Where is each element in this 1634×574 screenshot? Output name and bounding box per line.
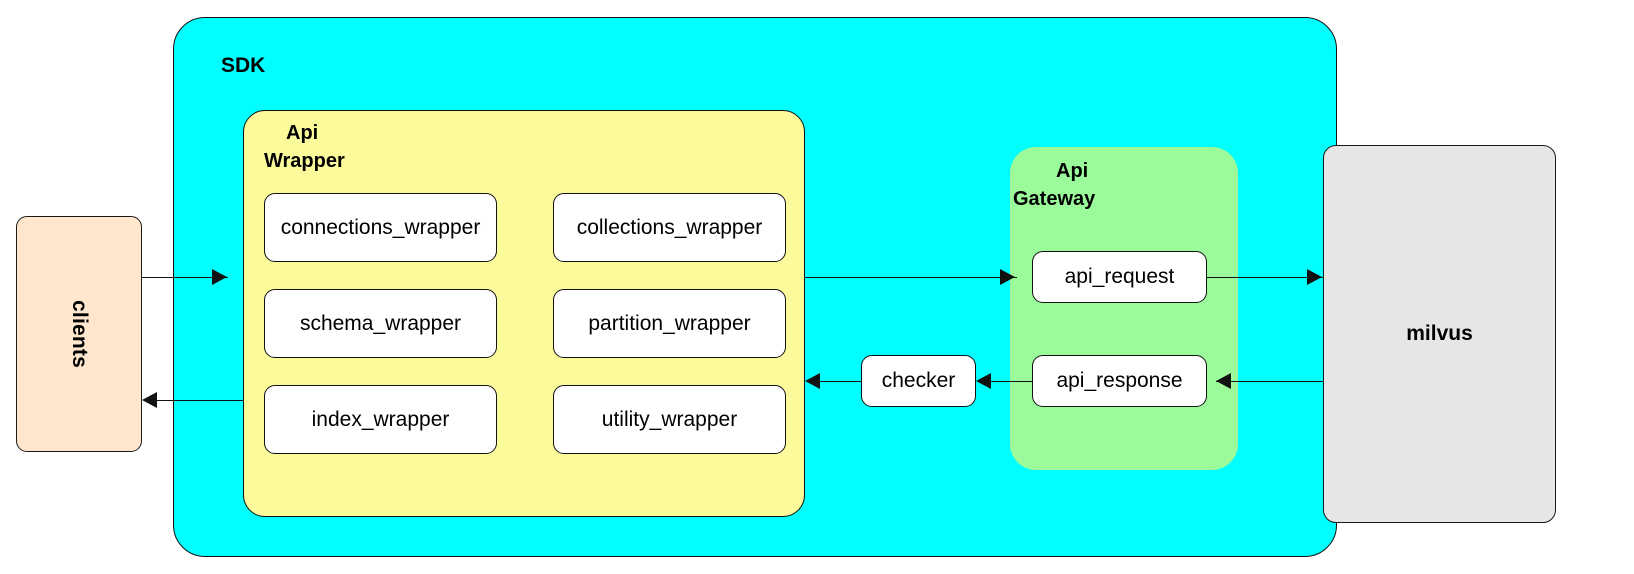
sdk-label: SDK: [221, 54, 266, 77]
api-request-node[interactable]: api_request: [1032, 251, 1207, 303]
milvus-node[interactable]: milvus: [1323, 145, 1556, 523]
checker-node[interactable]: checker: [861, 355, 976, 407]
utility-wrapper-node[interactable]: utility_wrapper: [553, 385, 786, 454]
api-gateway-label-line2: Gateway: [1013, 188, 1096, 210]
api-wrapper-label-line1: Api: [286, 122, 319, 144]
api-wrapper-label-line2: Wrapper: [264, 150, 345, 172]
api-gateway-label-line1: Api: [1056, 160, 1089, 182]
index-wrapper-node[interactable]: index_wrapper: [264, 385, 497, 454]
clients-label: clients: [68, 300, 91, 368]
clients-node[interactable]: clients: [16, 216, 142, 452]
connections-wrapper-node[interactable]: connections_wrapper: [264, 193, 497, 262]
partition-wrapper-node[interactable]: partition_wrapper: [553, 289, 786, 358]
collections-wrapper-node[interactable]: collections_wrapper: [553, 193, 786, 262]
api-gateway-label: Api Gateway: [1013, 157, 1095, 213]
schema-wrapper-node[interactable]: schema_wrapper: [264, 289, 497, 358]
api-gateway-container[interactable]: Api Gateway: [1010, 147, 1238, 470]
api-response-node[interactable]: api_response: [1032, 355, 1207, 407]
milvus-label: milvus: [1406, 322, 1473, 345]
api-wrapper-label: Api Wrapper: [264, 119, 345, 175]
